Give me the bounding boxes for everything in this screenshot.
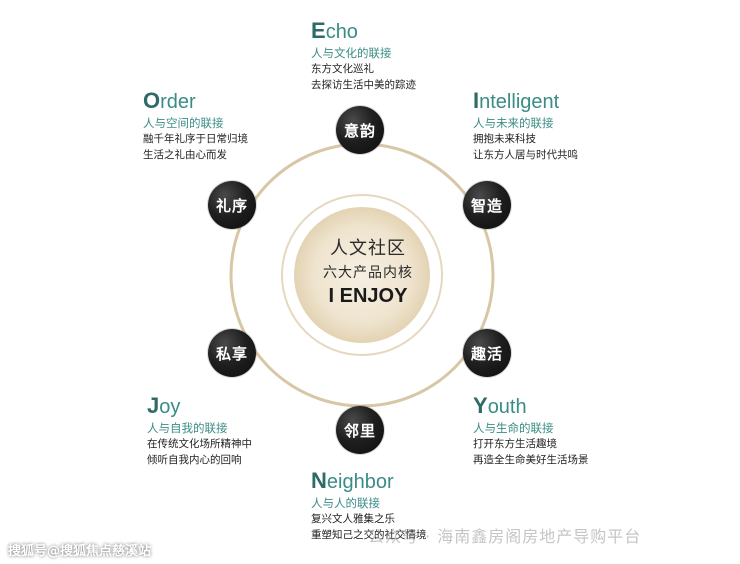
neighbor-title: Neighbor: [311, 468, 394, 494]
youth-desc-2: 再造全生命美好生活场景: [473, 454, 589, 466]
node-sixiang: 私享: [208, 329, 256, 377]
intelligent-subtitle: 人与未来的联接: [473, 116, 554, 130]
joy-desc-1: 在传统文化场所精神中: [147, 438, 252, 450]
block-joy: Joy 人与自我的联接 在传统文化场所精神中 倾听自我内心的回响: [147, 395, 252, 468]
node-yiyun: 意韵: [336, 106, 384, 154]
order-desc-1: 融千年礼序于日常归境: [143, 133, 248, 145]
block-neighbor: Neighbor 人与人的联接 复兴文人雅集之乐 重塑知己之交的社交情境: [311, 470, 427, 543]
intelligent-title: Intelligent: [473, 88, 560, 114]
joy-title: Joy: [147, 393, 181, 419]
node-linli: 邻里: [336, 406, 384, 454]
echo-subtitle: 人与文化的联接: [311, 46, 392, 60]
center-subtitle: 六大产品内核: [323, 265, 413, 281]
block-order: Order 人与空间的联接 融千年礼序于日常归境 生活之礼由心而发: [143, 90, 248, 163]
center-disc: [294, 207, 430, 343]
joy-desc-2: 倾听自我内心的回响: [147, 454, 242, 466]
inner-ring: [281, 194, 443, 356]
node-zhizao: 智造: [463, 181, 511, 229]
youth-subtitle: 人与生命的联接: [473, 421, 554, 435]
intelligent-desc-1: 拥抱未来科技: [473, 133, 536, 145]
youth-desc-1: 打开东方生活趣境: [473, 438, 557, 450]
block-youth: Youth 人与生命的联接 打开东方生活趣境 再造全生命美好生活场景: [473, 395, 589, 468]
center-core: 人文社区 六大产品内核 I ENJOY: [313, 216, 423, 326]
watermark-sohu: 搜狐号@搜狐焦点慈溪站: [8, 544, 152, 559]
echo-desc-1: 东方文化巡礼: [311, 63, 374, 75]
order-subtitle: 人与空间的联接: [143, 116, 224, 130]
echo-desc-2: 去探访生活中美的踪迹: [311, 79, 416, 91]
center-slogan: I ENJOY: [328, 285, 408, 307]
intelligent-desc-2: 让东方人居与时代共鸣: [473, 149, 578, 161]
block-intelligent: Intelligent 人与未来的联接 拥抱未来科技 让东方人居与时代共鸣: [473, 90, 578, 163]
youth-title: Youth: [473, 393, 527, 419]
order-desc-2: 生活之礼由心而发: [143, 149, 227, 161]
joy-subtitle: 人与自我的联接: [147, 421, 228, 435]
neighbor-desc-2: 重塑知己之交的社交情境: [311, 529, 427, 541]
node-quhuo: 趣活: [463, 329, 511, 377]
node-lixu: 礼序: [208, 181, 256, 229]
center-title: 人文社区: [330, 238, 406, 259]
echo-title: Echo: [311, 18, 358, 44]
neighbor-desc-1: 复兴文人雅集之乐: [311, 513, 395, 525]
block-echo: Echo 人与文化的联接 东方文化巡礼 去探访生活中美的踪迹: [311, 20, 416, 93]
watermark-wechat: 公众号 · 海南鑫房阁房地产导购平台: [368, 527, 642, 546]
neighbor-subtitle: 人与人的联接: [311, 496, 380, 510]
order-title: Order: [143, 88, 196, 114]
